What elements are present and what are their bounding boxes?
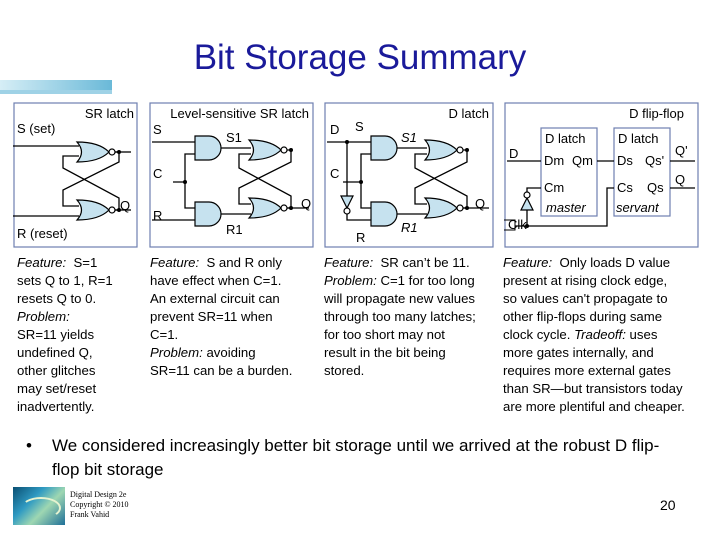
dff-servant-title: D latch <box>618 131 658 146</box>
d-flip-flop-panel: D flip-flop D latch Dm Qm Cm master D la… <box>504 102 699 248</box>
sr-latch-description: Feature: S=1 sets Q to 1, R=1 resets Q t… <box>17 254 113 416</box>
desc-text: have effect when C=1. <box>150 273 282 288</box>
dff-master-name: master <box>546 200 586 215</box>
level-r1-label: R1 <box>226 222 243 237</box>
dff-servant-box <box>613 127 671 217</box>
level-q-label: Q <box>301 196 311 211</box>
level-r-label: R <box>153 208 162 223</box>
tradeoff-label: Tradeoff: <box>574 327 626 342</box>
dlatch-s-label: S <box>355 119 364 134</box>
desc-text: undefined Q, <box>17 345 93 360</box>
desc-text: S=1 <box>66 255 98 270</box>
desc-text: may set/reset <box>17 381 97 396</box>
sr-q-label: Q <box>120 198 130 213</box>
footer-credits: Digital Design 2e Copyright © 2010 Frank… <box>70 490 129 520</box>
desc-text: S and R only <box>199 255 282 270</box>
desc-text: prevent SR=11 when <box>150 309 273 324</box>
desc-text: SR=11 yields <box>17 327 95 342</box>
desc-text: other flip-flops during same <box>503 309 663 324</box>
level-sr-latch-panel: Level-sensitive SR latch S C R S1 R1 Q <box>149 102 314 248</box>
dff-master-box <box>540 127 598 217</box>
level-latch-label: Level-sensitive SR latch <box>170 106 309 121</box>
desc-text: more gates internally, and <box>503 345 654 360</box>
problem-label: Problem: <box>17 309 70 324</box>
dff-master-cm: Cm <box>544 180 564 195</box>
dff-label: D flip-flop <box>629 106 684 121</box>
desc-text: SR=11 can be a burden. <box>150 363 293 378</box>
desc-text: clock cycle. <box>503 327 575 342</box>
footer-line-author: Frank Vahid <box>70 510 110 519</box>
feature-label: Feature: <box>324 255 374 270</box>
book-cover-logo <box>13 487 65 525</box>
page-title: Bit Storage Summary <box>193 38 527 77</box>
dff-master-title: D latch <box>545 131 585 146</box>
desc-text: sets Q to 1, R=1 <box>17 273 113 288</box>
desc-text: present at rising clock edge, <box>503 273 668 288</box>
desc-text: for too short may not <box>324 327 445 342</box>
problem-label: Problem: <box>324 273 377 288</box>
dff-clk-label: Clk <box>508 217 527 232</box>
dff-servant-ds: Ds <box>617 153 633 168</box>
bullet-marker: • <box>26 436 32 455</box>
desc-text: C=1 for too long <box>376 273 475 288</box>
sr-latch-panel: SR latch S (set) R (reset) Q <box>13 102 138 248</box>
dlatch-d-label: D <box>330 122 339 137</box>
dff-servant-name: servant <box>616 200 660 215</box>
dff-qprime-label: Q' <box>675 143 688 158</box>
desc-text: than SR—but transistors today <box>503 381 683 396</box>
footer-line-copyright: Copyright © 2010 <box>70 500 129 509</box>
dlatch-label: D latch <box>449 106 489 121</box>
desc-text: resets Q to 0. <box>17 291 97 306</box>
dff-servant-cs: Cs <box>617 180 633 195</box>
sr-reset-label: R (reset) <box>17 226 68 241</box>
bullet-text: We considered increasingly better bit st… <box>52 436 660 479</box>
footer-line-title: Digital Design 2e <box>70 490 127 499</box>
dff-master-dm: Dm <box>544 153 564 168</box>
desc-text: C=1. <box>150 327 179 342</box>
level-s-label: S <box>153 122 162 137</box>
dlatch-r-label: R <box>356 230 365 245</box>
level-s1-label: S1 <box>226 130 242 145</box>
dff-servant-qs-prime: Qs' <box>645 153 664 168</box>
desc-text: are more plentiful and cheaper. <box>503 399 685 414</box>
dlatch-s1-label: S1 <box>401 130 417 145</box>
dlatch-r1-label: R1 <box>401 220 418 235</box>
title-accent-bar-lower <box>0 90 112 94</box>
desc-text: other glitches <box>17 363 96 378</box>
desc-text: Only loads D value <box>552 255 671 270</box>
desc-text: so values can't propagate to <box>503 291 668 306</box>
title-accent-bar <box>0 80 112 90</box>
dff-d-label: D <box>509 146 518 161</box>
desc-text: through too many latches; <box>324 309 476 324</box>
feature-label: Feature: <box>150 255 200 270</box>
desc-text: will propagate new values <box>324 291 476 306</box>
level-latch-description: Feature: S and R only have effect when C… <box>150 254 292 380</box>
sr-set-label: S (set) <box>17 121 55 136</box>
sr-latch-label: SR latch <box>85 106 134 121</box>
desc-text: stored. <box>324 363 365 378</box>
feature-label: Feature: <box>17 255 67 270</box>
desc-text: SR can’t be 11. <box>373 255 470 270</box>
problem-label: Problem: <box>150 345 203 360</box>
d-latch-description: Feature: SR can’t be 11. Problem: C=1 fo… <box>324 254 476 380</box>
dlatch-c-label: C <box>330 166 339 181</box>
level-c-label: C <box>153 166 162 181</box>
d-flip-flop-description: Feature: Only loads D value present at r… <box>503 254 685 416</box>
desc-text: inadvertently. <box>17 399 95 414</box>
dff-q-label: Q <box>675 172 685 187</box>
desc-text: requires more external gates <box>503 363 671 378</box>
desc-text: An external circuit can <box>150 291 280 306</box>
desc-text: uses <box>625 327 658 342</box>
dff-servant-qs: Qs <box>647 180 664 195</box>
desc-text: avoiding <box>202 345 256 360</box>
feature-label: Feature: <box>503 255 553 270</box>
d-latch-panel: D latch D S C R S1 R1 Q <box>324 102 494 248</box>
dff-master-qm: Qm <box>572 153 593 168</box>
page-number: 20 <box>660 497 676 513</box>
latch-diagrams: SR latch S (set) R (reset) Q Level-sensi… <box>13 102 699 248</box>
desc-text: result in the bit being <box>324 345 446 360</box>
dlatch-q-label: Q <box>475 196 485 211</box>
